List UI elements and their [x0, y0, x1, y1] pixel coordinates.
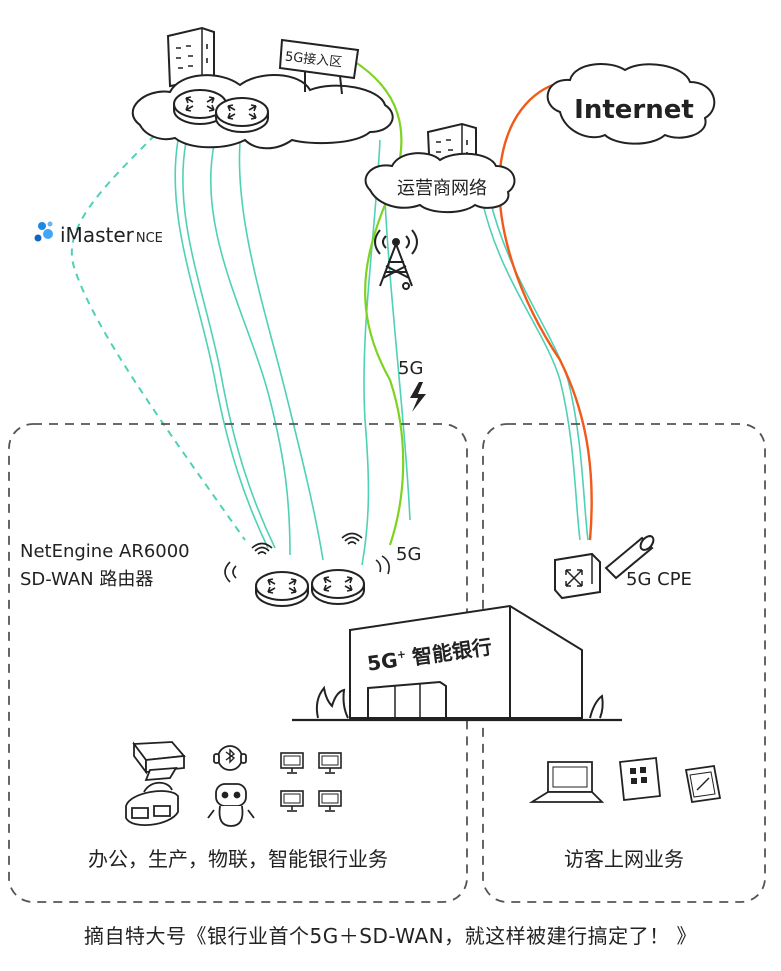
router-model-label: NetEngine AR6000 [20, 541, 190, 562]
teal-link-6 [384, 199, 411, 521]
phone-icon [684, 764, 722, 804]
guest-services-label: 访客上网业务 [564, 847, 684, 871]
teal-link-4 [238, 141, 324, 561]
tower-icon [374, 229, 418, 290]
access-zone-sign-icon [278, 38, 360, 95]
imaster-logo-icon [34, 221, 53, 242]
datacenter-building-icon [166, 26, 215, 88]
wifi-icon-1 [251, 542, 273, 555]
teal-carrier-link-b [489, 199, 589, 541]
monitor-icon-2 [318, 752, 342, 774]
teal-carrier-link-a [481, 199, 581, 541]
carrier-cloud-icon [364, 152, 516, 214]
router-type-label: SD-WAN 路由器 [20, 569, 153, 590]
internet-cloud-icon [546, 63, 716, 145]
monitor-icon-1 [280, 752, 304, 774]
teal-link-3 [210, 139, 291, 556]
tablet-icon [619, 757, 661, 801]
printer-icon [132, 741, 186, 782]
branch-router-2-icon [311, 569, 365, 605]
branch-router-1-icon [255, 571, 309, 607]
bank-building-icon [292, 604, 622, 722]
cpe-antenna-icon [604, 535, 655, 580]
router-5g-label: 5G [396, 544, 421, 565]
laptop-icon [528, 761, 605, 803]
hub-router-2-icon [215, 97, 269, 133]
access-zone-label: 5G接入区 [284, 49, 343, 71]
links [70, 59, 593, 566]
cpe-label: 5G CPE [626, 569, 692, 590]
monitor-icon-3 [280, 790, 304, 812]
robot-icon [207, 783, 255, 827]
carrier-network-label: 运营商网络 [397, 178, 487, 199]
monitor-icon-4 [318, 790, 342, 812]
cpe-icon [554, 552, 601, 600]
teal-link-1 [174, 139, 269, 549]
branch-services-label: 办公，生产，物联，智能银行业务 [88, 847, 388, 871]
teal-link-5 [361, 139, 381, 566]
bluetooth-headset-icon [213, 745, 247, 771]
source-caption: 摘自特大号《银行业首个5G＋SD-WAN，就这样被建行搞定了！ 》 [84, 924, 697, 948]
vr-headset-icon [125, 781, 179, 826]
green-5g-link [351, 59, 405, 546]
internet-label: Internet [574, 95, 694, 125]
lightning-icon [410, 382, 426, 412]
orange-internet-link [498, 80, 593, 541]
wireless-5g-label: 5G [398, 358, 423, 379]
imaster-dashed-link [70, 134, 246, 541]
router-antenna-icon [224, 555, 390, 583]
guest-zone-box [482, 423, 766, 903]
teal-link-2 [182, 141, 276, 549]
wifi-icon-2 [341, 532, 363, 545]
